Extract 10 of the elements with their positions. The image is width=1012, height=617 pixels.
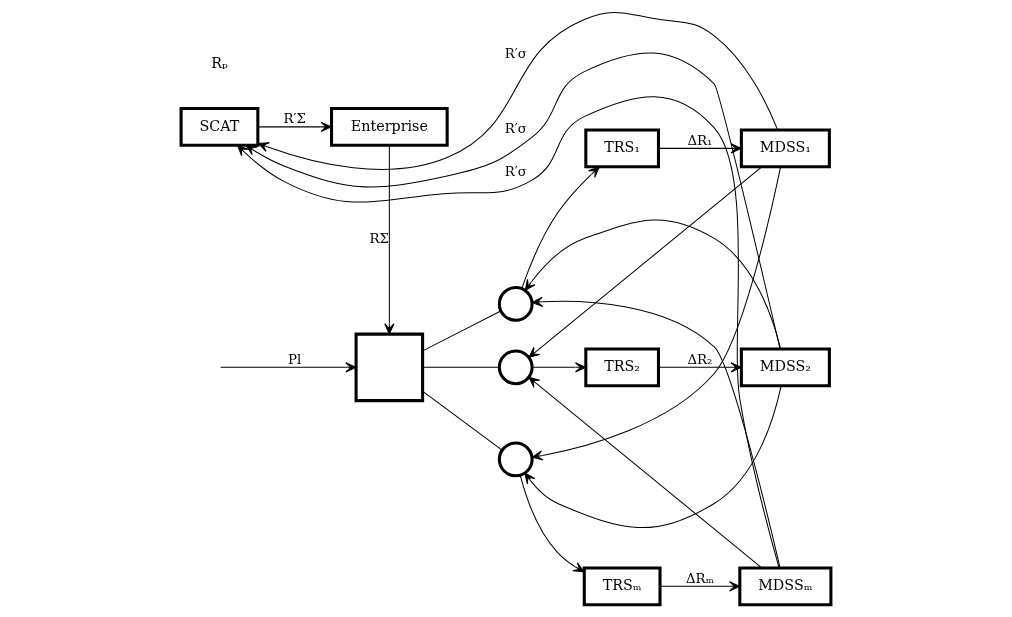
edge-label: R′σ bbox=[504, 45, 527, 61]
edge-label: Pl bbox=[288, 351, 302, 367]
edge-label: ΔR₂ bbox=[687, 351, 713, 367]
label: Rₚ bbox=[211, 55, 228, 72]
edge-label: R′σ bbox=[504, 121, 527, 137]
edge-label: R′Σ bbox=[283, 111, 306, 127]
edge-label: RΣ bbox=[369, 231, 389, 247]
edge-label: ΔRₘ bbox=[686, 570, 714, 586]
edge-label: ΔR₁ bbox=[687, 132, 713, 148]
edge-label: R′σ bbox=[504, 164, 527, 180]
